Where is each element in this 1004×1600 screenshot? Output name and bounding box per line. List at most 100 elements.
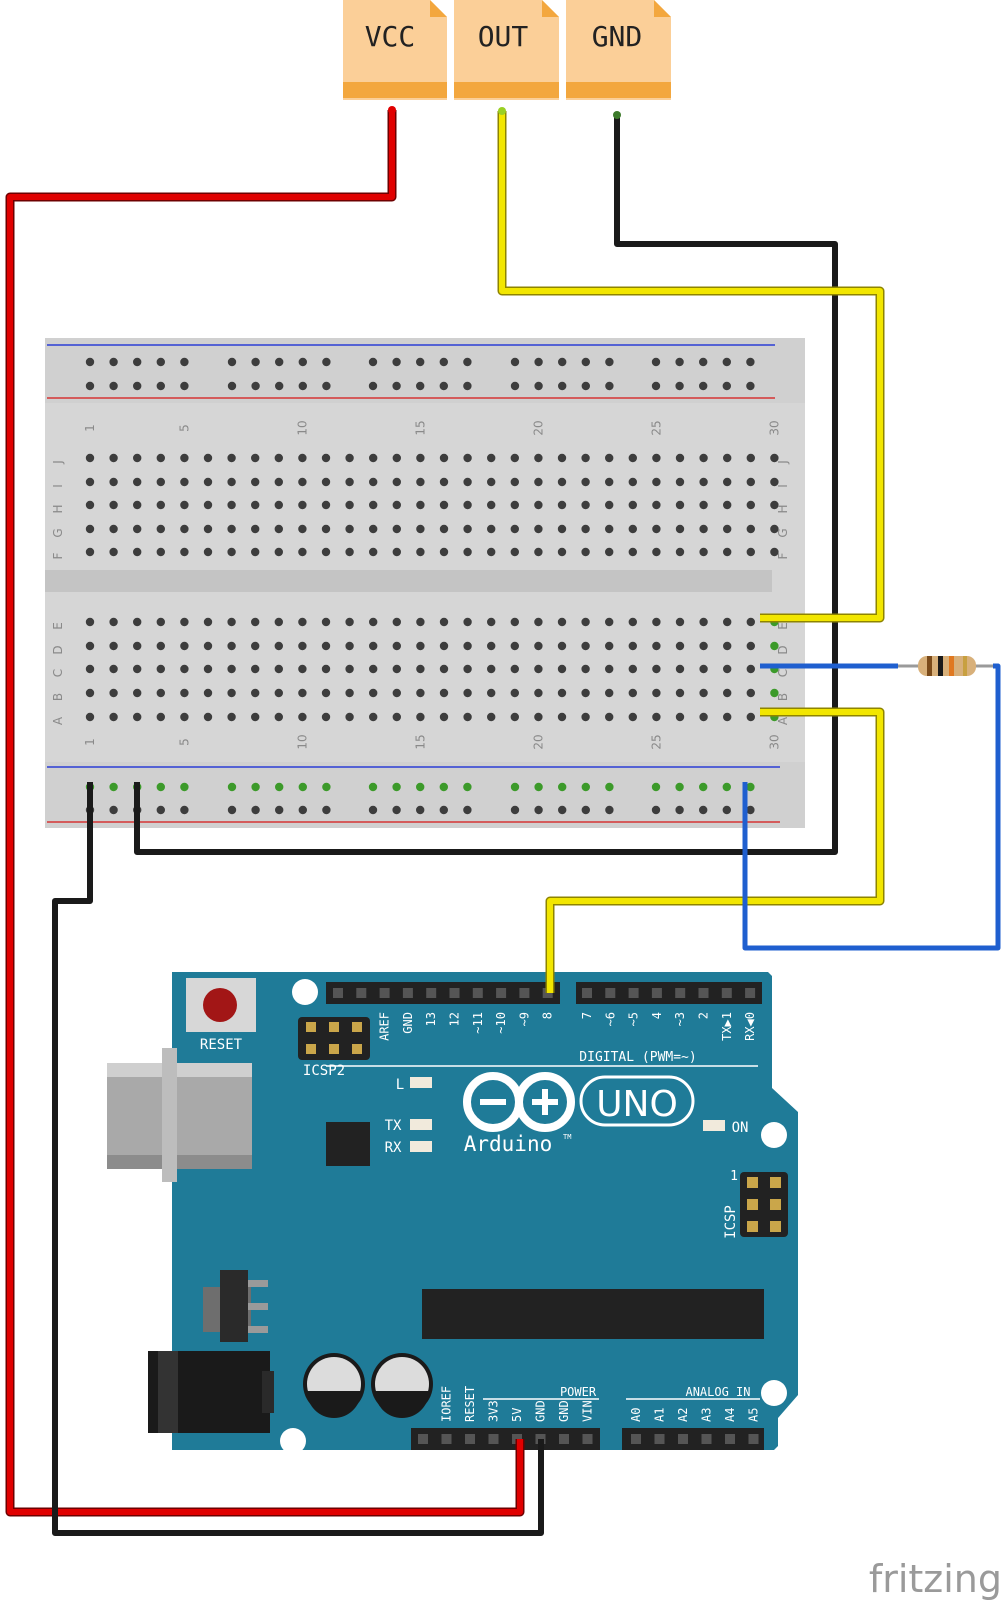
breadboard-hole <box>251 453 260 463</box>
breadboard-hole <box>133 477 142 487</box>
breadboard-hole <box>770 524 779 534</box>
breadboard-hole <box>133 641 142 651</box>
breadboard-hole <box>557 547 567 557</box>
breadboard-hole <box>534 641 543 651</box>
breadboard-hole <box>298 617 307 627</box>
breadboard-hole <box>345 712 354 722</box>
rail-hole <box>675 805 684 815</box>
rail-hole <box>439 782 448 792</box>
breadboard-hole <box>723 453 732 463</box>
breadboard-center-channel <box>45 570 772 592</box>
digital-header-low <box>576 982 762 1004</box>
breadboard-hole <box>581 547 590 557</box>
column-number-top: 30 <box>767 420 781 435</box>
breadboard-hole <box>227 712 236 722</box>
breadboard-hole <box>203 688 213 698</box>
rail-hole <box>227 381 237 391</box>
breadboard-hole <box>723 664 732 674</box>
breadboard-hole <box>156 712 165 722</box>
led-rx: RX <box>385 1140 432 1156</box>
breadboard-hole <box>251 500 260 510</box>
breadboard-hole <box>203 500 213 510</box>
mount-hole <box>761 1122 787 1148</box>
row-letter-right: G <box>776 528 790 537</box>
breadboard-hole <box>392 688 401 698</box>
row-letter-right: J <box>776 460 790 465</box>
breadboard-hole <box>156 617 165 627</box>
breadboard-hole <box>180 500 189 510</box>
header-pin <box>379 988 390 998</box>
led-on: ON <box>703 1120 748 1136</box>
header-pin <box>582 1434 593 1444</box>
breadboard-hole <box>109 547 118 557</box>
breadboard-hole <box>227 547 236 557</box>
rail-hole <box>368 357 378 367</box>
breadboard: 115510101515202025253030JIHGFEDCBAJIHGFE… <box>45 338 805 828</box>
breadboard-hole <box>699 500 708 510</box>
led-tx: TX <box>385 1118 432 1134</box>
rail-hole <box>651 805 661 815</box>
breadboard-hole <box>534 688 543 698</box>
breadboard-hole <box>675 617 685 627</box>
analog-pin-label: A2 <box>676 1408 690 1422</box>
header-pin <box>725 1434 735 1444</box>
rail-hole <box>463 805 472 815</box>
breadboard-hole <box>605 712 614 722</box>
breadboard-hole <box>345 453 354 463</box>
column-number-top: 15 <box>413 420 427 435</box>
reset-button[interactable]: RESET <box>186 978 256 1053</box>
row-letter-left: E <box>51 622 65 630</box>
breadboard-hole <box>675 547 685 557</box>
rail-hole <box>746 805 755 815</box>
breadboard-hole <box>274 617 283 627</box>
connector-out-label: OUT <box>478 20 529 53</box>
breadboard-hole <box>723 688 732 698</box>
breadboard-hole <box>369 617 378 627</box>
breadboard-hole <box>251 617 260 627</box>
analog-header <box>622 1428 764 1450</box>
breadboard-hole <box>298 712 307 722</box>
rail-hole <box>699 805 708 815</box>
breadboard-hole <box>298 688 307 698</box>
rail-hole <box>534 381 543 391</box>
header-pin <box>701 1434 712 1444</box>
breadboard-hole <box>439 617 449 627</box>
rail-hole <box>675 381 684 391</box>
breadboard-hole <box>770 500 779 510</box>
breadboard-hole <box>85 712 95 722</box>
breadboard-hole <box>345 617 354 627</box>
breadboard-hole <box>392 547 401 557</box>
rail-hole <box>227 782 237 792</box>
rail-hole <box>156 805 165 815</box>
icsp2-header: ICSP2 <box>298 1017 370 1079</box>
power-pin-label: 3V3 <box>487 1400 501 1422</box>
breadboard-hole <box>85 524 95 534</box>
breadboard-hole <box>510 547 519 557</box>
breadboard-hole <box>557 453 567 463</box>
rail-hole <box>180 805 189 815</box>
breadboard-hole <box>227 477 236 487</box>
row-letter-right: H <box>776 504 790 513</box>
header-pin <box>628 988 639 998</box>
breadboard-hole <box>180 524 189 534</box>
header-pin <box>356 988 367 998</box>
column-number-bottom: 15 <box>413 734 427 749</box>
breadboard-hole <box>321 641 331 651</box>
breadboard-hole <box>557 500 567 510</box>
breadboard-hole <box>581 641 590 651</box>
breadboard-hole <box>487 664 496 674</box>
rail-hole <box>392 381 401 391</box>
analog-label: ANALOG IN <box>685 1385 750 1399</box>
header-pin <box>472 988 483 998</box>
breadboard-hole <box>345 641 354 651</box>
header-pin <box>418 1434 428 1444</box>
breadboard-hole <box>85 617 95 627</box>
breadboard-hole <box>85 688 95 698</box>
header-pin <box>559 1434 569 1444</box>
breadboard-hole <box>723 524 732 534</box>
breadboard-hole <box>628 453 637 463</box>
header-pin <box>605 988 616 998</box>
breadboard-hole <box>321 664 331 674</box>
rail-hole <box>180 381 189 391</box>
